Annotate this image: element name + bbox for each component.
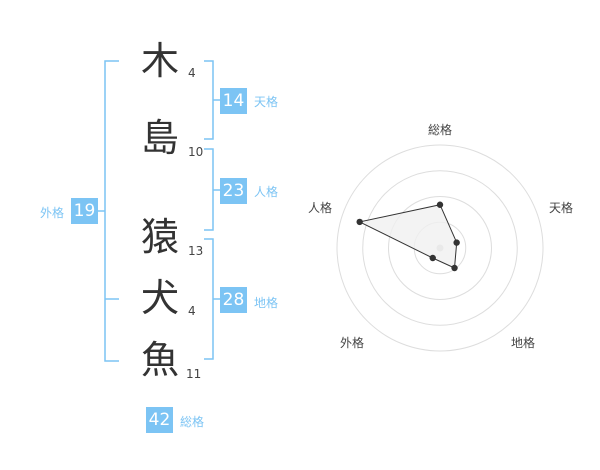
tenkaku-badge: 14 bbox=[220, 88, 247, 114]
radar-label-jinkaku: 人格 bbox=[308, 201, 333, 215]
name-char-1: 木 bbox=[141, 39, 180, 83]
stroke-count-4: 4 bbox=[188, 304, 196, 318]
stroke-count-1: 4 bbox=[188, 66, 196, 80]
radar-label-chikaku: 地格 bbox=[511, 336, 536, 350]
radar-label-soukaku: 総格 bbox=[428, 123, 453, 137]
stroke-count-2: 10 bbox=[188, 145, 204, 159]
chikaku-badge: 28 bbox=[220, 287, 247, 313]
name-char-4: 犬 bbox=[141, 276, 180, 320]
name-char-5: 魚 bbox=[141, 338, 180, 382]
radar-ring-3 bbox=[362, 170, 518, 326]
chikaku-label: 地格 bbox=[254, 296, 279, 310]
radar-polygon bbox=[358, 204, 458, 269]
tenkaku-label: 天格 bbox=[254, 95, 279, 109]
gaikaku-label: 外格 bbox=[40, 206, 65, 220]
radar-ring-2 bbox=[388, 196, 492, 300]
name-char-2: 島 bbox=[141, 116, 180, 160]
radar-point-4 bbox=[429, 254, 436, 262]
stroke-count-3: 13 bbox=[188, 244, 204, 258]
stroke-count-5: 11 bbox=[186, 367, 202, 381]
radar-point-3 bbox=[451, 264, 458, 272]
radar-ring-4 bbox=[336, 144, 544, 352]
radar-label-tenkaku: 天格 bbox=[549, 201, 574, 215]
jinkaku-label: 人格 bbox=[254, 185, 279, 199]
radar-point-2 bbox=[453, 239, 460, 246]
jinkaku-badge: 23 bbox=[220, 178, 247, 204]
name-char-3: 猿 bbox=[141, 215, 180, 259]
radar-point-5 bbox=[356, 218, 363, 226]
radar-label-gaikaku: 外格 bbox=[340, 336, 365, 350]
gaikaku-badge: 19 bbox=[71, 198, 98, 224]
soukaku-badge: 42 bbox=[146, 407, 173, 433]
soukaku-label: 総格 bbox=[180, 415, 205, 429]
radar-point-1 bbox=[436, 201, 444, 208]
